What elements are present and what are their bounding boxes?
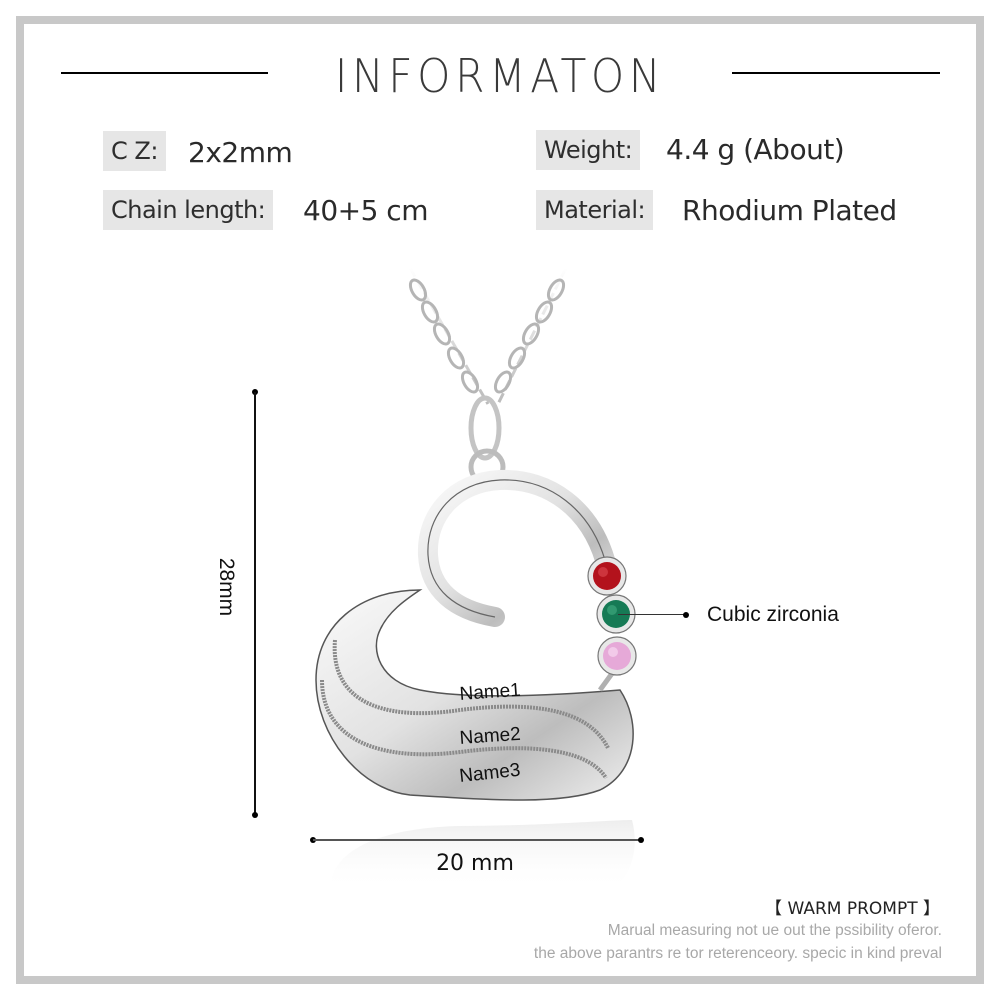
- red-stone-icon: [587, 556, 627, 596]
- necklace-image: Name1 Name2 Name3: [315, 267, 637, 890]
- chain-icon: [408, 267, 568, 405]
- width-dimension-line: [313, 839, 641, 841]
- page-title: INFORMATON: [334, 49, 666, 103]
- bail-icon: [468, 395, 502, 461]
- height-dimension-label: 28mm: [215, 557, 238, 617]
- callout-dot: [683, 612, 689, 618]
- callout-line: [618, 614, 686, 615]
- heart-arc-icon: [417, 469, 615, 627]
- warm-prompt-line-2: the above parantrs re tor reterenceory. …: [533, 945, 942, 962]
- warm-prompt-line-1: Marual measuring not ue out the pssibili…: [607, 922, 942, 939]
- title-divider-left: [61, 72, 268, 74]
- spec-label-cz: C Z:: [103, 131, 166, 171]
- cubic-zirconia-label: Cubic zirconia: [707, 603, 839, 626]
- width-dimension-label: 20 mm: [436, 851, 514, 876]
- spec-value-weight: 4.4 g (About): [666, 133, 845, 166]
- dimension-dot-right: [638, 837, 644, 843]
- page-frame: [16, 16, 984, 984]
- warm-prompt-title: 【 WARM PROMPT 】: [765, 899, 940, 919]
- height-dimension-line: [254, 392, 256, 816]
- engraving-name2: Name2: [459, 724, 522, 749]
- spec-value-material: Rhodium Plated: [682, 194, 897, 227]
- dimension-dot-bottom: [252, 812, 258, 818]
- heart-body-icon: [315, 589, 634, 801]
- pink-stone-icon: [597, 636, 637, 676]
- title-divider-right: [732, 72, 940, 74]
- spec-label-material: Material:: [536, 190, 654, 230]
- spec-value-chain-length: 40+5 cm: [303, 194, 428, 227]
- reflection: [330, 820, 635, 890]
- engraving-name1: Name1: [459, 680, 522, 705]
- spec-label-weight: Weight:: [536, 130, 641, 170]
- spec-value-cz: 2x2mm: [188, 136, 293, 169]
- spec-label-chain-length: Chain length:: [103, 190, 274, 230]
